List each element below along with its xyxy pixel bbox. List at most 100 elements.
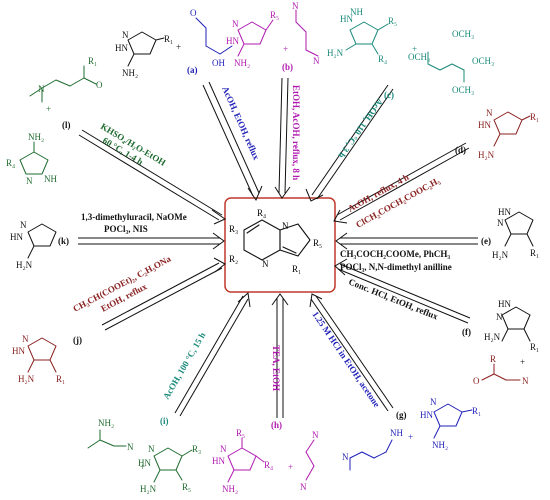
route-f-reactants: HN N H₂N R₁ + O R N	[473, 299, 539, 386]
atom-label: R₄	[6, 158, 15, 168]
atom-label: NH₂	[432, 440, 448, 450]
atom-label: HN	[12, 346, 25, 356]
route-d-letter: (d)	[455, 145, 466, 155]
route-k-letter: (k)	[58, 236, 69, 246]
molecule-bonds	[349, 403, 473, 471]
arrow-h	[271, 293, 289, 418]
atom-label: HN	[115, 43, 128, 53]
arrow-k	[78, 232, 225, 250]
atom-label: R₅	[182, 482, 191, 492]
atom-label: NH	[44, 174, 57, 184]
atom-label: R₄	[378, 54, 387, 64]
atom-label: R₁	[530, 342, 539, 352]
route-i-letter: (i)	[160, 416, 169, 426]
atom-label: N	[496, 312, 503, 322]
atom-label: +	[176, 42, 181, 52]
route-a-reactants: HN N R₁ NH₂ + O OH	[115, 8, 233, 78]
route-g-reactants: HN N R₁ NH₂ + NH N	[342, 397, 481, 471]
route-g-letter: (g)	[396, 410, 407, 420]
route-k-conditions-1: 1,3-dimethyluracil, NaOMe	[81, 212, 187, 222]
atom-label: OCH₃	[472, 56, 494, 66]
atom-label: R₁	[530, 112, 539, 122]
route-e-letter: (e)	[481, 236, 491, 246]
route-c-letter: (c)	[384, 90, 394, 100]
core-box	[224, 197, 336, 293]
route-f-letter: (f)	[462, 327, 471, 337]
route-c-conditions: AcOH, 110 °C, 3 h	[336, 97, 385, 161]
atom-label: H₂N	[492, 250, 509, 260]
route-i-reactants: NH₂ N + HN N R₃ R₅ H₂N	[87, 418, 201, 494]
route-e-conditions-1: CH₃COCH₂COOMe, PhCH₃	[340, 249, 450, 259]
pyrazolo-pyrimidine-structure	[243, 219, 311, 261]
atom-label: R₁	[472, 406, 481, 416]
molecule-bonds	[504, 211, 534, 247]
arrow-g	[309, 293, 394, 412]
route-h-reactants: HN N R₅ R₄ NH₂ + N N	[212, 428, 319, 494]
atom-label: OH	[212, 58, 225, 68]
atom-label: N	[300, 482, 307, 492]
molecule-bonds	[27, 337, 57, 373]
atom-label: OCH₃	[452, 85, 474, 95]
atom-label: N	[122, 30, 129, 40]
atom-label: HN	[212, 456, 225, 466]
atom-label: H₂N	[478, 150, 495, 160]
molecule-bonds	[27, 223, 57, 259]
atom-label: R₁	[56, 374, 65, 384]
atom-label: R	[490, 354, 496, 364]
atom-label: N	[20, 220, 27, 230]
route-l-letter: (l)	[62, 120, 71, 130]
atom-label: NH	[390, 428, 403, 438]
atom-label: N	[127, 442, 134, 452]
atom-label: NH₂	[234, 58, 250, 68]
arrow-c	[305, 84, 394, 202]
route-c-reactants: HN NH R₅ H₂N R₄ + OCH₃ OCH₃ OCH₃ OCH₃	[327, 7, 494, 95]
route-h-conditions: TEA, EtOH	[271, 345, 281, 391]
molecule-bonds	[195, 17, 233, 55]
molecule-bonds	[481, 363, 521, 381]
atom-label: N	[430, 397, 437, 407]
atom-label: N	[26, 176, 33, 186]
route-l-reactants: R₁ O N + NH₂ R₄ N NH	[6, 56, 103, 186]
atom-label: NH	[350, 7, 363, 17]
molecule-bonds	[427, 51, 465, 83]
atom-label: +	[520, 357, 525, 367]
molecule-bonds	[227, 437, 315, 483]
atom-label: R₃	[192, 444, 201, 454]
atom-label: N	[292, 1, 299, 11]
molecule-bonds	[19, 65, 97, 175]
route-b-letter: (b)	[282, 62, 293, 72]
molecule-bonds	[493, 111, 531, 147]
atom-label: N	[148, 444, 155, 454]
core-r3: R₃	[229, 224, 238, 234]
atom-label: +	[140, 462, 145, 472]
atom-label: N	[220, 444, 227, 454]
arrow-b	[274, 77, 291, 199]
route-b-conditions: EtOH, AcOH, reflux, 8 h	[291, 85, 301, 180]
arrow-d	[333, 142, 470, 224]
atom-label: +	[46, 104, 51, 114]
atom-label: +	[412, 44, 417, 54]
atom-label: NH₂	[98, 418, 114, 428]
arrow-i	[174, 292, 251, 417]
atom-label: +	[408, 432, 413, 442]
core-r1: R₁	[292, 264, 301, 274]
route-k-conditions-2: POCl₃, NIS	[104, 224, 148, 234]
core-n1: N	[282, 221, 289, 231]
atom-label: N	[312, 430, 319, 440]
atom-label: N	[522, 376, 529, 386]
molecule-bonds	[345, 21, 389, 55]
atom-label: N	[486, 108, 493, 118]
route-i-conditions: AcOH, 100 °C, 15 h	[161, 331, 207, 401]
atom-label: NH₂	[122, 68, 138, 78]
arrow-j	[101, 257, 226, 331]
atom-label: OCH₃	[452, 29, 474, 39]
arrow-l	[78, 129, 227, 225]
core-n2: N	[262, 259, 269, 269]
route-e-reactant: HN N H₂N R₁	[492, 207, 539, 260]
atom-label: HN	[498, 207, 511, 217]
atom-label: HN	[226, 36, 239, 46]
atom-label: HN	[138, 458, 151, 468]
arrow-e	[335, 232, 478, 250]
atom-label: N	[22, 334, 29, 344]
arrow-a	[202, 81, 263, 202]
